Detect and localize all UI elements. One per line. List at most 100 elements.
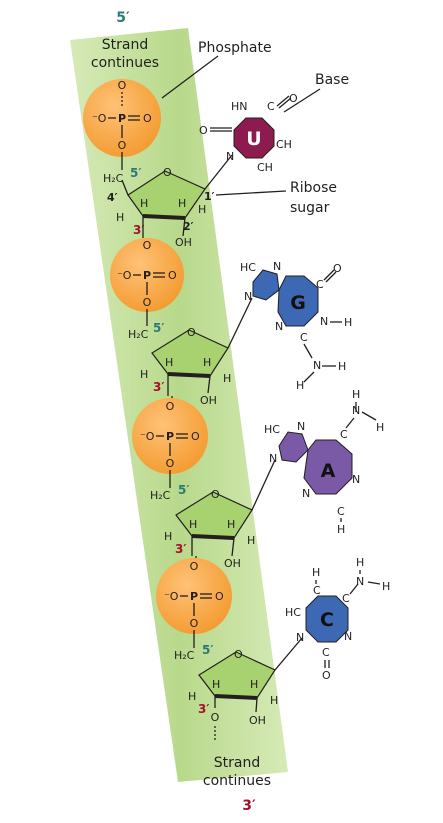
svg-text:N: N (297, 420, 305, 433)
svg-text:5′: 5′ (178, 483, 190, 497)
svg-text:N: N (344, 630, 352, 643)
svg-text:O: O (215, 590, 224, 603)
svg-text:HC: HC (285, 606, 301, 619)
svg-text:H: H (165, 356, 173, 369)
svg-text:H: H (312, 566, 320, 579)
svg-text:O: O (187, 326, 196, 339)
svg-text:C: C (316, 278, 324, 291)
carbon-5-prime-label: 5′ (130, 166, 142, 180)
svg-text:H: H (178, 197, 186, 210)
svg-text:C: C (313, 584, 321, 597)
svg-text:O: O (118, 79, 127, 92)
svg-text:N: N (320, 315, 328, 328)
svg-text:O: O (211, 488, 220, 501)
strand-continues-top-line2: continues (91, 55, 159, 71)
svg-text:H: H (140, 368, 148, 381)
svg-text:N: N (296, 631, 304, 644)
base-ring-small (278, 431, 309, 463)
svg-text:N: N (302, 487, 310, 500)
svg-text:O: O (199, 124, 208, 137)
phosphate-group (83, 79, 161, 157)
svg-text:CH: CH (257, 161, 273, 174)
svg-text:O: O (333, 262, 342, 275)
strand-continues-bottom-line1: Strand (214, 755, 260, 771)
base-pointer-line (283, 88, 321, 113)
svg-text:O: O (234, 648, 243, 661)
svg-text:P: P (118, 112, 126, 125)
five-prime-end-label: 5′ (116, 10, 130, 26)
svg-text:N: N (313, 359, 321, 372)
svg-text:⁻O: ⁻O (164, 590, 179, 603)
phosphate-group (132, 398, 208, 474)
base-ring (233, 117, 275, 159)
phosphate-group (110, 238, 184, 312)
svg-text:H: H (356, 556, 364, 569)
svg-text:OH: OH (200, 394, 217, 407)
svg-text:OH: OH (224, 557, 241, 570)
svg-text:H: H (227, 518, 235, 531)
carbon-4-prime-label: 4′ (107, 191, 118, 204)
svg-text:CH: CH (276, 138, 292, 151)
base-label: Base (315, 72, 349, 88)
svg-text:N: N (269, 452, 277, 465)
svg-text:3′: 3′ (198, 702, 210, 716)
base-letter-cytosine: C (320, 609, 334, 631)
svg-text:HN: HN (231, 100, 248, 113)
svg-text:HC: HC (240, 261, 256, 274)
carbon-1-prime-label: 1′ (204, 190, 215, 203)
svg-text:H: H (382, 580, 390, 593)
strand-continues-top-line1: Strand (102, 37, 148, 53)
svg-text:H: H (270, 694, 278, 707)
svg-text:⁻O: ⁻O (140, 430, 155, 443)
svg-text:H₂C: H₂C (103, 172, 124, 185)
svg-text:OH: OH (249, 714, 266, 727)
svg-text:N: N (244, 290, 252, 303)
svg-text:O: O (143, 296, 152, 309)
svg-text:C: C (322, 646, 330, 659)
svg-text:H: H (250, 678, 258, 691)
svg-text:P: P (143, 269, 151, 282)
svg-text:H: H (116, 211, 124, 224)
ribose-sugar-label-line2: sugar (290, 200, 330, 216)
carbon-3-prime-label: 3′ (133, 223, 145, 237)
svg-text:H: H (223, 372, 231, 385)
ribose-pointer-line (215, 190, 287, 196)
svg-text:5′: 5′ (202, 643, 214, 657)
nucleotide-adenine: O ⁻O P O O H₂C 5′ O H H H H 3′ OH A N HC… (132, 388, 384, 570)
svg-text:H: H (188, 690, 196, 703)
svg-text:⁻O: ⁻O (92, 112, 107, 125)
svg-text:O: O (143, 112, 152, 125)
svg-text:O: O (143, 239, 152, 252)
svg-text:C: C (300, 331, 308, 344)
base-letter-uracil: U (246, 128, 261, 150)
svg-text:O: O (211, 711, 220, 724)
svg-text:O: O (166, 457, 175, 470)
svg-text:H: H (203, 356, 211, 369)
svg-text:N: N (275, 320, 283, 333)
phosphate-pointer-line (161, 55, 219, 99)
strand-continues-bottom-line2: continues (203, 773, 271, 789)
svg-text:O: O (322, 669, 331, 682)
base-ring (277, 275, 319, 327)
svg-text:H₂C: H₂C (174, 649, 195, 662)
carbon-2-prime-label: 2′ (183, 220, 194, 233)
svg-text:H: H (189, 518, 197, 531)
svg-text:O: O (163, 166, 172, 179)
svg-text:O: O (190, 560, 199, 573)
three-prime-end-label: 3′ (242, 798, 256, 814)
svg-text:C: C (337, 505, 345, 518)
svg-text:N: N (226, 150, 234, 163)
svg-text:H: H (376, 421, 384, 434)
svg-text:O: O (166, 400, 175, 413)
svg-text:H: H (352, 388, 360, 401)
svg-text:C: C (267, 100, 275, 113)
svg-text:P: P (190, 590, 198, 603)
svg-text:H₂C: H₂C (150, 489, 171, 502)
nucleotide-cytosine: O ⁻O P O O H₂C 5′ O H H H H 3′ O OH C N … (156, 556, 390, 742)
svg-text:H: H (164, 530, 172, 543)
svg-text:O: O (118, 139, 127, 152)
svg-text:⁻O: ⁻O (117, 269, 132, 282)
svg-text:O: O (289, 92, 298, 105)
svg-text:3′: 3′ (175, 542, 187, 556)
